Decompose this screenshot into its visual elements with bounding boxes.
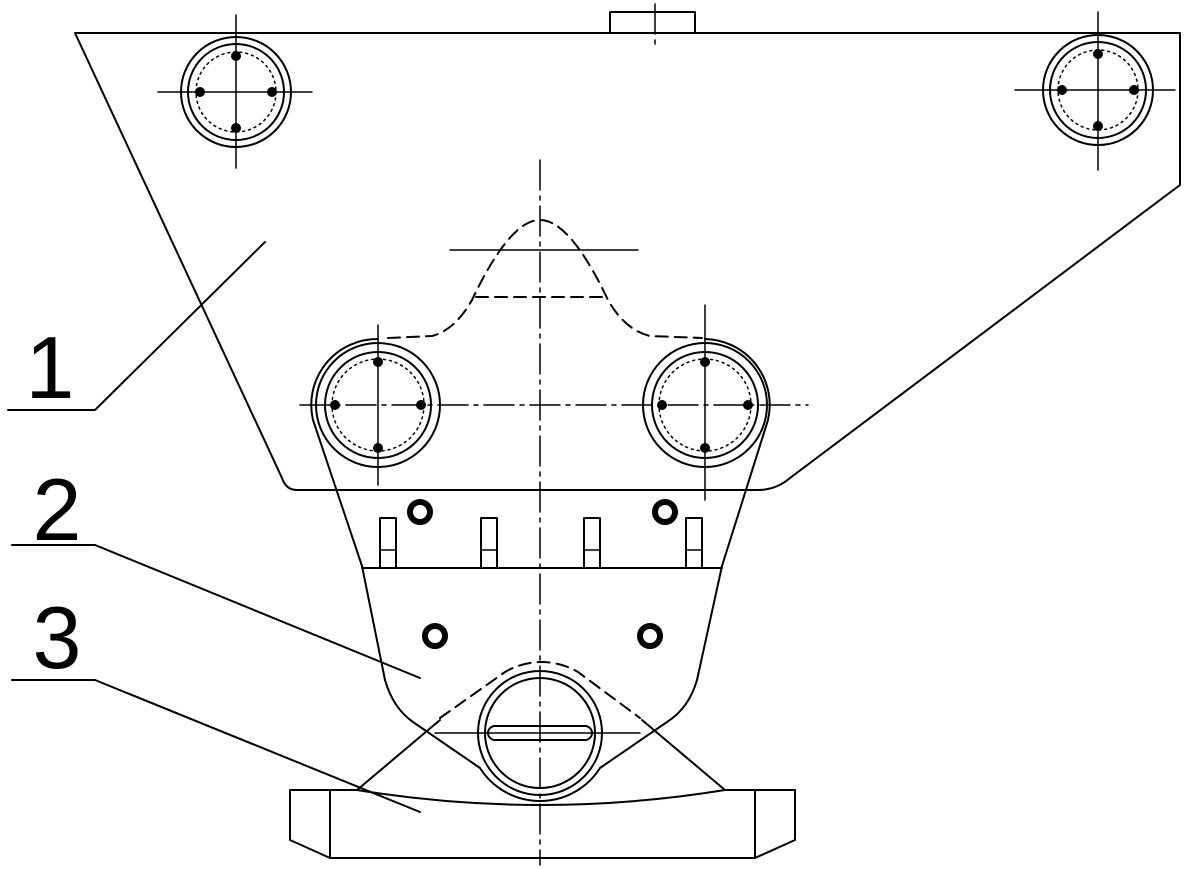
fastener-hole xyxy=(637,623,663,649)
leader-line xyxy=(94,241,266,411)
locating-pins xyxy=(379,517,703,569)
part-2-connecting-block xyxy=(310,337,771,802)
bolt-hole xyxy=(330,400,340,410)
locating-pin xyxy=(685,517,703,569)
base-plate-top-edge xyxy=(289,789,796,806)
pin-hidden-outline xyxy=(439,661,641,719)
hidden-hump-outline xyxy=(387,219,703,339)
left-stay xyxy=(356,719,441,791)
fastener-hole xyxy=(422,623,448,649)
leader-line xyxy=(94,679,421,813)
right-stay xyxy=(641,719,726,791)
bolt-hole xyxy=(743,400,753,410)
top-tab xyxy=(609,11,696,34)
leader-line xyxy=(94,544,421,679)
plate-outline xyxy=(74,32,1181,491)
bolt-top-right xyxy=(1014,11,1176,171)
pivot-pin xyxy=(434,661,641,796)
label-part-1-text: 1 xyxy=(26,318,75,417)
block-outline xyxy=(310,337,771,802)
label-part-2-text: 2 xyxy=(33,460,82,559)
label-part-3: 3 xyxy=(11,588,421,813)
locating-pin xyxy=(583,517,601,569)
locating-pin xyxy=(379,517,397,569)
label-part-3-text: 3 xyxy=(33,588,82,687)
locating-pin xyxy=(480,517,498,569)
fastener-hole xyxy=(407,499,433,525)
fastener-hole xyxy=(652,499,678,525)
bolt-middle-right xyxy=(642,304,768,501)
part-1-mounting-plate xyxy=(74,3,1181,491)
bolt-top-left xyxy=(157,14,313,169)
label-part-2: 2 xyxy=(11,460,421,679)
base-plate-outline xyxy=(289,789,796,859)
label-part-1: 1 xyxy=(7,241,266,417)
